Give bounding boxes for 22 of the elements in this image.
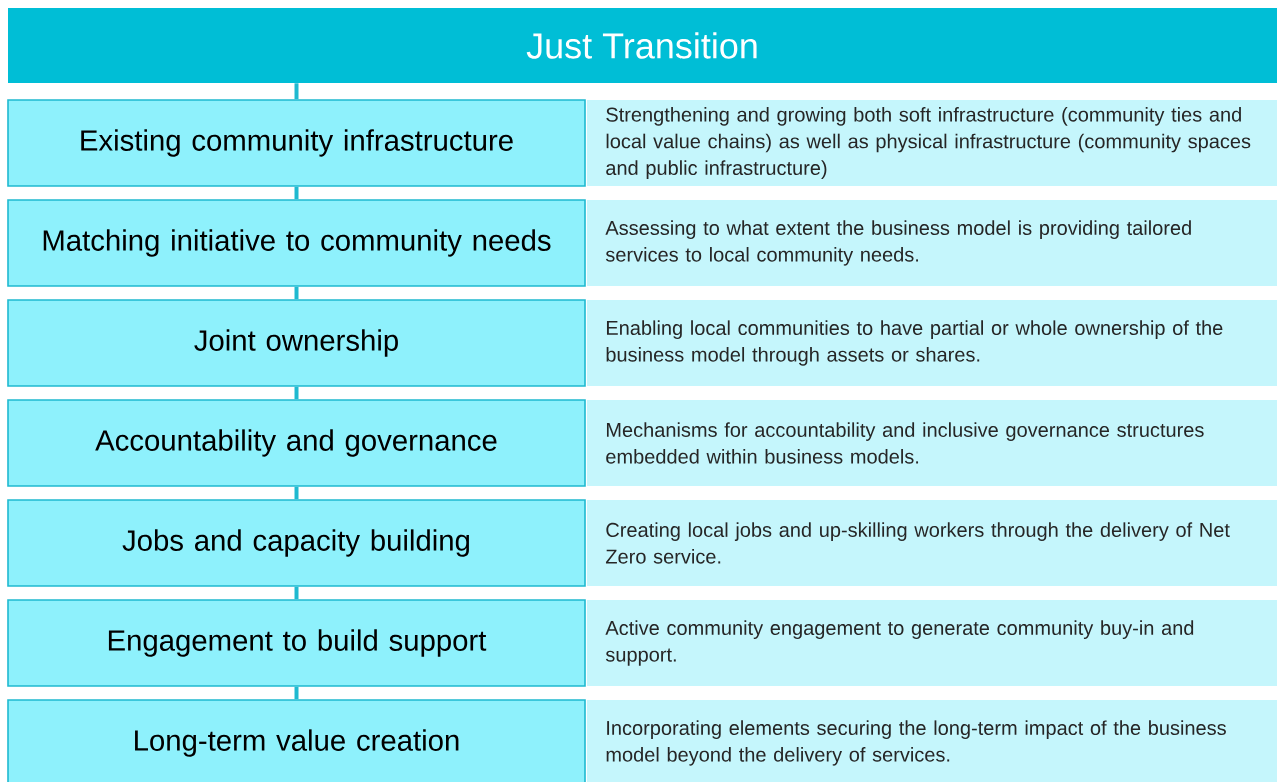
category-box: Jobs and capacity building xyxy=(7,499,586,587)
description-band: Mechanisms for accountability and inclusive governance structures embedded within business models. xyxy=(587,400,1277,486)
category-box: Matching initiative to community needs xyxy=(7,199,586,287)
description-band: Assessing to what extent the business model is providing tailored services to local community needs. xyxy=(587,200,1277,286)
category-box: Existing community infrastructure xyxy=(7,99,586,187)
connector-line xyxy=(294,386,299,400)
category-box: Joint ownership xyxy=(7,299,586,387)
connector-line xyxy=(294,186,299,200)
title-banner: Just Transition xyxy=(8,8,1277,83)
connector-line xyxy=(294,83,299,100)
connector-line xyxy=(294,586,299,600)
description-band: Creating local jobs and up-skilling workers through the delivery of Net Zero service. xyxy=(587,500,1277,586)
description-band: Enabling local communities to have partial or whole ownership of the business model through assets or shares. xyxy=(587,300,1277,386)
category-box: Engagement to build support xyxy=(7,599,586,687)
description-band: Active community engagement to generate community buy-in and support. xyxy=(587,600,1277,686)
description-band: Incorporating elements securing the long-term impact of the business model beyond the delivery of services. xyxy=(587,700,1277,782)
category-box: Accountability and governance xyxy=(7,399,586,487)
connector-line xyxy=(294,286,299,300)
description-band: Strengthening and growing both soft infrastructure (community ties and local value chains) as well as physical infrastructure (community spaces and public infrastructure) xyxy=(587,100,1277,186)
connector-line xyxy=(294,686,299,700)
category-box: Long-term value creation xyxy=(7,699,586,782)
connector-line xyxy=(294,486,299,500)
